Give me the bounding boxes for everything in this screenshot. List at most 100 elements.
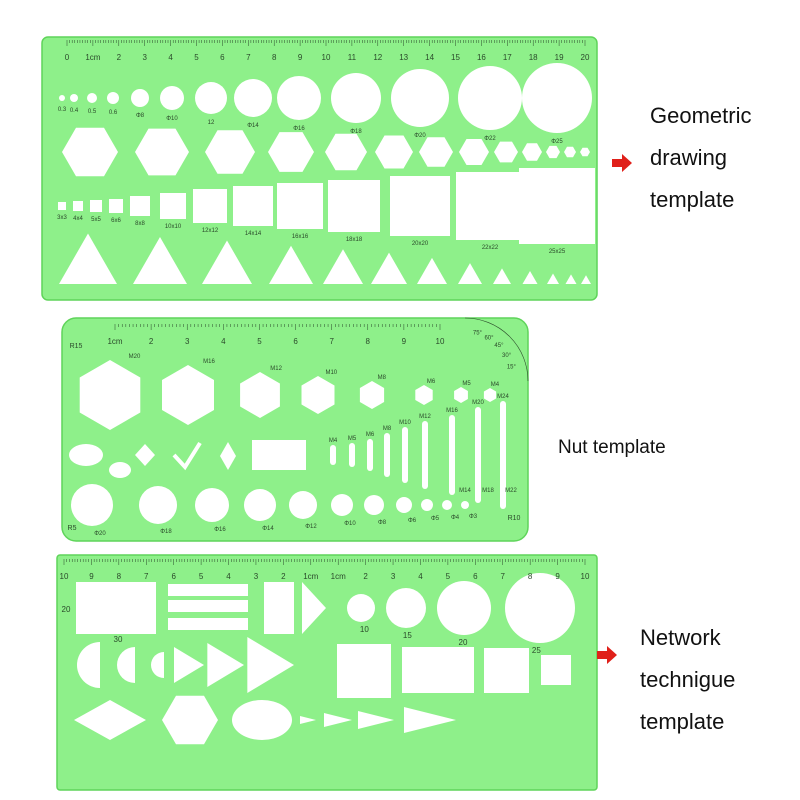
triangle-cutout [247, 637, 294, 693]
ruler-label: 7 [246, 53, 251, 62]
template-label: M10 [325, 370, 337, 376]
side-label: 20 [62, 605, 71, 614]
slot-cutout [349, 443, 355, 467]
ruler-label: 7 [501, 572, 506, 581]
square-cutout [541, 655, 571, 685]
hexagon-cutout [454, 387, 468, 403]
circle-cutout [391, 69, 449, 127]
template-label: M8 [383, 426, 392, 432]
ruler-label: 3 [142, 53, 147, 62]
template-label: Φ18 [350, 129, 362, 135]
ruler-label: 9 [89, 572, 94, 581]
template-label: Φ16 [214, 527, 226, 533]
hexagon-cutout [301, 376, 335, 414]
triangle-cutout [358, 711, 394, 729]
ruler-label: 6 [171, 572, 176, 581]
triangle-cutout [404, 707, 456, 733]
ruler-label: 13 [399, 53, 408, 62]
ruler-label: 6 [473, 572, 478, 581]
square-cutout [109, 199, 123, 213]
circle-cutout [139, 486, 177, 524]
ellipse-cutout [109, 462, 131, 478]
ellipse-cutout [232, 700, 292, 740]
caption-nut: Nut template [558, 427, 666, 469]
ruler-label: 8 [366, 337, 371, 346]
template-label: Φ18 [160, 529, 172, 535]
template-label: M4 [491, 382, 500, 388]
ruler-label: 3 [254, 572, 259, 581]
triangle-cutout [522, 270, 538, 284]
ruler-label: 2 [281, 572, 286, 581]
ruler-label: 9 [298, 53, 303, 62]
template-label: 20x20 [412, 241, 429, 247]
ruler-label: 2 [363, 572, 368, 581]
template-label: Φ10 [344, 521, 356, 527]
template-label: 25x25 [549, 249, 566, 255]
hexagon-cutout [415, 385, 433, 405]
template-label: M4 [329, 438, 338, 444]
diamond-cutout [220, 442, 236, 470]
ruler-label: 7 [329, 337, 334, 346]
ruler-label: 9 [402, 337, 407, 346]
square-cutout [73, 201, 83, 211]
triangle-cutout [300, 716, 316, 724]
diamond-cutout [135, 444, 155, 466]
caption-line: template [650, 187, 735, 212]
hexagon-cutout [205, 130, 255, 174]
hexagon-cutout [564, 146, 576, 158]
corner-label: R15 [70, 343, 83, 350]
template-label: 3x3 [57, 215, 67, 221]
ruler-label: 2 [117, 53, 122, 62]
template-label: 4x4 [73, 216, 83, 222]
ruler-label: 11 [348, 53, 357, 62]
triangle-cutout [371, 252, 407, 284]
half-circle-cutout [151, 652, 164, 678]
protractor-label: 60° [484, 335, 494, 341]
circle-cutout [234, 79, 272, 117]
template-label: M10 [399, 420, 411, 426]
template-label: M24 [497, 394, 509, 400]
arrow-icon [612, 154, 632, 172]
hexagon-cutout [494, 141, 518, 163]
square-cutout [456, 172, 524, 240]
template-label: 0.5 [88, 109, 97, 115]
triangle-cutout [269, 245, 313, 284]
triangle-cutout [323, 249, 363, 284]
template-label: 8x8 [135, 221, 145, 227]
hexagon-cutout [546, 145, 560, 159]
template-label: Φ8 [136, 113, 145, 119]
hexagon-cutout [162, 365, 214, 425]
hexagon-cutout [325, 133, 367, 171]
circle-cutout [458, 66, 522, 130]
bar-cutout [168, 618, 248, 630]
hexagon-cutout [522, 143, 542, 161]
check-cutout [172, 441, 202, 471]
ruler-label: 5 [257, 337, 262, 346]
caption-line: drawing [650, 145, 728, 170]
hexagon-cutout [79, 360, 141, 430]
caption-geometric: Geometric drawing template [650, 95, 751, 221]
hexagon-cutout [459, 139, 489, 165]
template-label: 6x6 [111, 218, 121, 224]
circle-cutout [421, 499, 433, 511]
caption-line: Geometric [650, 103, 752, 128]
rectangle-cutout [76, 582, 156, 634]
ruler-label: 12 [373, 53, 382, 62]
rectangle-cutout [402, 647, 474, 693]
caption-network: Network technigue template [640, 617, 735, 743]
protractor-label: 45° [494, 343, 504, 349]
template-label: M6 [366, 432, 375, 438]
circle-cutout [364, 495, 384, 515]
corner-label: R10 [508, 515, 521, 522]
slot-cutout [384, 433, 390, 477]
arrow-icon [597, 646, 617, 664]
hexagon-cutout [240, 372, 280, 418]
circle-cutout [289, 491, 317, 519]
ruler-label: 14 [425, 53, 434, 62]
square-cutout [277, 183, 323, 229]
hexagon-cutout [359, 381, 385, 409]
template-label: 14x14 [245, 231, 262, 237]
hexagon-cutout [580, 147, 590, 157]
circle-cutout [70, 94, 78, 102]
